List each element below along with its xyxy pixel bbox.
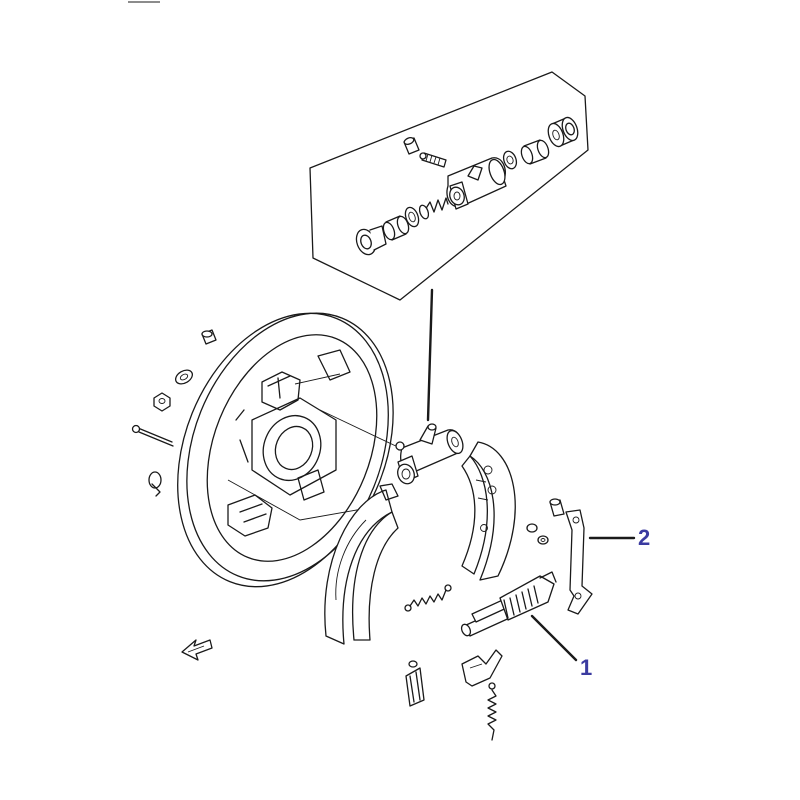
hub-boss [251,397,337,496]
callout-1-label: 1 [580,655,592,680]
shoe-support-right [297,469,325,501]
boot-left [355,225,387,256]
brake-shoe-right [461,441,516,581]
alignment-line-cylinder [319,409,401,449]
adjuster-spring [487,682,497,741]
forward-arrow-icon [181,639,213,661]
hold-down-clip [405,660,425,707]
fastener-long-bolt [131,424,174,447]
fastener-nut [153,392,171,412]
callout-2: 2 [588,525,650,550]
fastener-bolt-small [201,329,217,345]
shoe-support-top [317,349,351,381]
bleeder-screw [419,152,447,168]
fastener-washer [174,369,194,385]
alignment-line-shoe [227,479,386,521]
cylinder-body [446,157,507,210]
callout-1: 1 [530,614,592,680]
backing-plate-face [206,334,378,562]
cylinder-boot-right [502,150,518,170]
callout-1-leader [530,614,578,662]
lever-washers [526,523,549,545]
lever-pin [549,498,565,517]
bleeder-cap [403,136,420,155]
backing-plate-rim-inner [186,312,394,582]
cup-right [547,116,579,148]
adjuster-assembly [460,571,557,637]
anchor-pad-top [261,371,301,411]
piston-left [382,215,410,241]
wheel-cylinder [395,423,464,485]
return-spring [404,584,452,612]
piston-right [520,139,550,165]
parking-lever [565,509,593,615]
inset-leader-line [426,288,434,422]
wheel-cylinder-inset [309,71,589,301]
spring-left [418,197,449,220]
backing-plate [177,312,401,588]
brake-shoe-left [324,483,399,645]
strut-lever [461,649,503,687]
callout-2-label: 2 [638,525,650,550]
inset-frame [309,71,589,301]
cup-left [404,206,420,228]
fastener-clip [148,471,162,497]
